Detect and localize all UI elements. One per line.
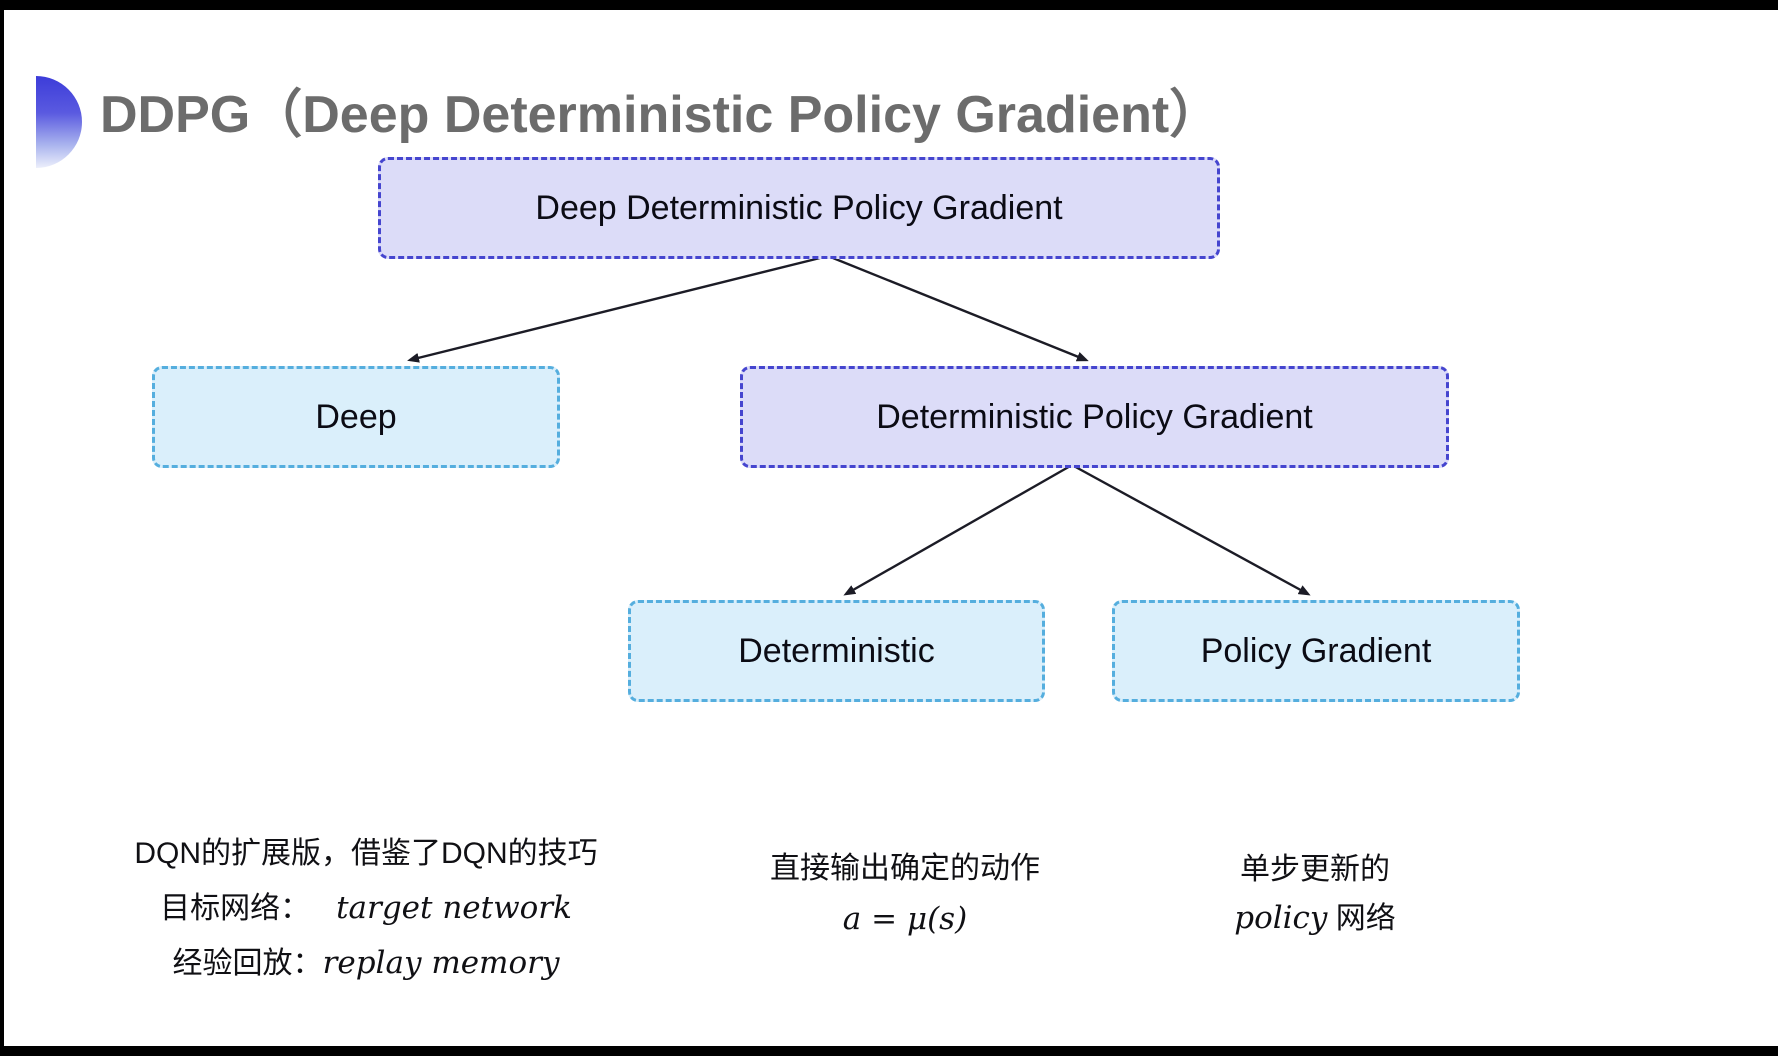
node-dpg: Deterministic Policy Gradient <box>740 366 1449 468</box>
policy-network-text: 网络 <box>1327 902 1396 935</box>
title-bullet-icon <box>36 76 82 168</box>
top-frame-bar <box>0 0 1778 10</box>
node-ddpg: Deep Deterministic Policy Gradient <box>378 157 1220 259</box>
arrow-dpg-to-deterministic <box>843 463 1073 596</box>
node-deterministic: Deterministic <box>628 600 1045 702</box>
slide-title: DDPG（Deep Deterministic Policy Gradient） <box>100 86 1222 144</box>
node-policy-gradient: Policy Gradient <box>1112 600 1520 702</box>
node-dpg-label: Deterministic Policy Gradient <box>876 397 1313 436</box>
deterministic-formula: a = μ(s) <box>690 894 1120 945</box>
arrow-ddpg-to-deep <box>407 254 829 363</box>
annotation-deterministic: 直接输出确定的动作 a = μ(s) <box>690 844 1120 945</box>
node-policy-gradient-label: Policy Gradient <box>1200 631 1432 670</box>
policy-term: policy <box>1234 900 1328 936</box>
bottom-frame-bar <box>0 1046 1778 1056</box>
arrow-dpg-to-policy-gradient <box>1071 463 1311 596</box>
annotation-deep-line1: DQN的扩展版，借鉴了DQN的技巧 <box>134 837 598 870</box>
node-deterministic-label: Deterministic <box>738 631 935 670</box>
left-frame-bar <box>0 0 4 1056</box>
annotation-deep-line3: 经验回放：replay memory <box>96 936 636 991</box>
annotation-policy-gradient-line2: policy 网络 <box>1100 894 1530 943</box>
formula-text: a = μ(s) <box>842 901 968 937</box>
annotation-policy-gradient-line1: 单步更新的 <box>1240 853 1390 886</box>
arrow-ddpg-to-dpg <box>827 254 1089 362</box>
replay-memory-term: replay memory <box>322 945 560 981</box>
annotation-deep-line2: 目标网络： target network <box>96 881 636 936</box>
annotation-deep: DQN的扩展版，借鉴了DQN的技巧 目标网络： target network 经验… <box>96 826 636 991</box>
node-deep-label: Deep <box>315 397 397 436</box>
annotation-deterministic-line1: 直接输出确定的动作 <box>770 852 1040 885</box>
node-deep: Deep <box>152 366 560 468</box>
replay-memory-label: 经验回放： <box>172 947 323 980</box>
target-network-label: 目标网络： <box>160 892 311 925</box>
target-network-term: target network <box>336 890 572 926</box>
node-ddpg-label: Deep Deterministic Policy Gradient <box>535 188 1063 227</box>
annotation-policy-gradient: 单步更新的 policy 网络 <box>1100 846 1530 943</box>
